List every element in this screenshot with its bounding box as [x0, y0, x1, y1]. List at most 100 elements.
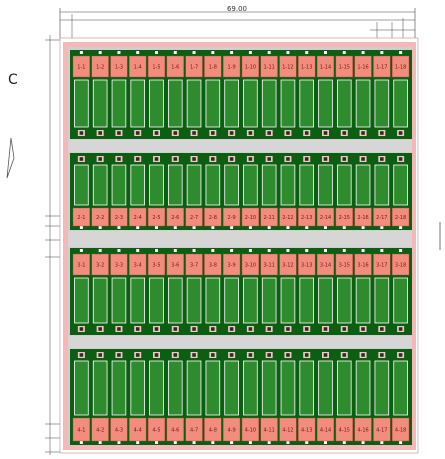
label-cell — [279, 207, 297, 227]
label-cell — [129, 55, 147, 78]
cell-label: 4-15 — [339, 428, 350, 434]
roads — [68, 140, 412, 348]
label-cell — [354, 55, 372, 78]
inverter-core — [192, 131, 196, 135]
label-cell — [91, 417, 109, 442]
edge-tick — [248, 226, 252, 229]
inverter-core — [361, 157, 365, 161]
inverter-core — [267, 327, 271, 331]
edge-tick — [286, 441, 290, 444]
pv-panel — [374, 277, 390, 324]
pv-panel — [299, 164, 315, 206]
pv-panel — [205, 164, 221, 206]
pv-panel — [149, 164, 164, 206]
inverter-core — [398, 327, 403, 331]
label-cell — [241, 207, 259, 227]
edge-tick — [79, 249, 83, 252]
pv-panel — [243, 360, 258, 416]
inverter-core — [79, 353, 84, 357]
cell-label: 4-14 — [320, 428, 331, 434]
edge-tick — [136, 51, 140, 54]
edge-tick — [380, 249, 384, 252]
inverter-core — [286, 157, 290, 161]
inverter-core — [154, 353, 159, 357]
cell-label: 3-14 — [320, 263, 331, 269]
label-cell — [260, 253, 278, 276]
label-cell — [354, 207, 372, 227]
edge-tick — [324, 226, 327, 229]
edge-tick — [380, 226, 384, 229]
inverter-core — [154, 131, 159, 135]
inverter-core — [398, 131, 403, 135]
edge-tick — [192, 249, 196, 252]
label-cell — [204, 253, 222, 276]
edge-tick — [380, 441, 384, 444]
north-label: C — [8, 72, 18, 88]
edge-tick — [248, 51, 252, 54]
inverter-core — [79, 327, 84, 331]
inverter-core — [248, 157, 253, 161]
inverter-core — [211, 327, 215, 331]
label-cell — [241, 55, 259, 78]
label-cell — [204, 207, 222, 227]
label-cell — [110, 417, 128, 442]
pv-panel — [92, 164, 108, 206]
cell-label: 3-6 — [171, 263, 179, 269]
pv-panel — [224, 164, 239, 206]
cell-label: 2-18 — [395, 215, 406, 221]
cell-label: 3-13 — [301, 263, 312, 269]
cell-label: 2-4 — [134, 215, 142, 221]
label-cell — [185, 417, 203, 442]
label-cell — [298, 253, 316, 276]
inverter-core — [229, 131, 234, 135]
pv-panel — [186, 79, 202, 128]
inverter-core — [98, 131, 102, 135]
cell-label: 1-2 — [96, 65, 104, 71]
label-cell — [166, 417, 184, 442]
label-cell — [147, 55, 166, 78]
edge-tick — [98, 51, 102, 54]
cell-label: 2-16 — [357, 215, 368, 221]
edge-tick — [324, 441, 327, 444]
label-cell — [392, 417, 410, 442]
cell-label: 4-4 — [134, 428, 142, 434]
edge-tick — [79, 226, 83, 229]
cell-label: 4-12 — [282, 428, 293, 434]
pv-panel — [261, 79, 277, 128]
cell-label: 1-8 — [209, 65, 217, 71]
edge-tick — [399, 249, 403, 252]
edge-tick — [305, 249, 309, 252]
cell-label: 2-8 — [209, 215, 217, 221]
pv-panel — [374, 79, 390, 128]
cell-label: 4-10 — [245, 428, 256, 434]
edge-tick — [155, 441, 158, 444]
pv-panel — [243, 79, 258, 128]
pv-panel — [336, 277, 352, 324]
cell-label: 4-5 — [152, 428, 160, 434]
label-cell — [166, 207, 184, 227]
label-cell — [298, 55, 316, 78]
cell-label: 2-3 — [115, 215, 123, 221]
inverter-core — [323, 157, 328, 161]
pv-panel — [318, 164, 333, 206]
label-cell — [91, 55, 109, 78]
top-dimension-label: 69.00 — [227, 5, 247, 13]
edge-tick — [361, 51, 365, 54]
cell-label: 1-3 — [115, 65, 123, 71]
pv-panel — [299, 79, 315, 128]
pv-panel — [393, 360, 408, 416]
pv-panel — [74, 164, 89, 206]
inverter-core — [117, 353, 121, 357]
cell-label: 4-2 — [96, 428, 104, 434]
edge-tick — [230, 441, 234, 444]
pv-panel — [374, 164, 390, 206]
cell-label: 4-6 — [171, 428, 179, 434]
pv-panel — [280, 79, 296, 128]
edge-tick — [286, 226, 290, 229]
edge-tick — [342, 249, 346, 252]
inverter-core — [154, 327, 159, 331]
pv-panel — [299, 360, 315, 416]
pv-panel — [111, 79, 127, 128]
left-dimension — [45, 35, 65, 455]
